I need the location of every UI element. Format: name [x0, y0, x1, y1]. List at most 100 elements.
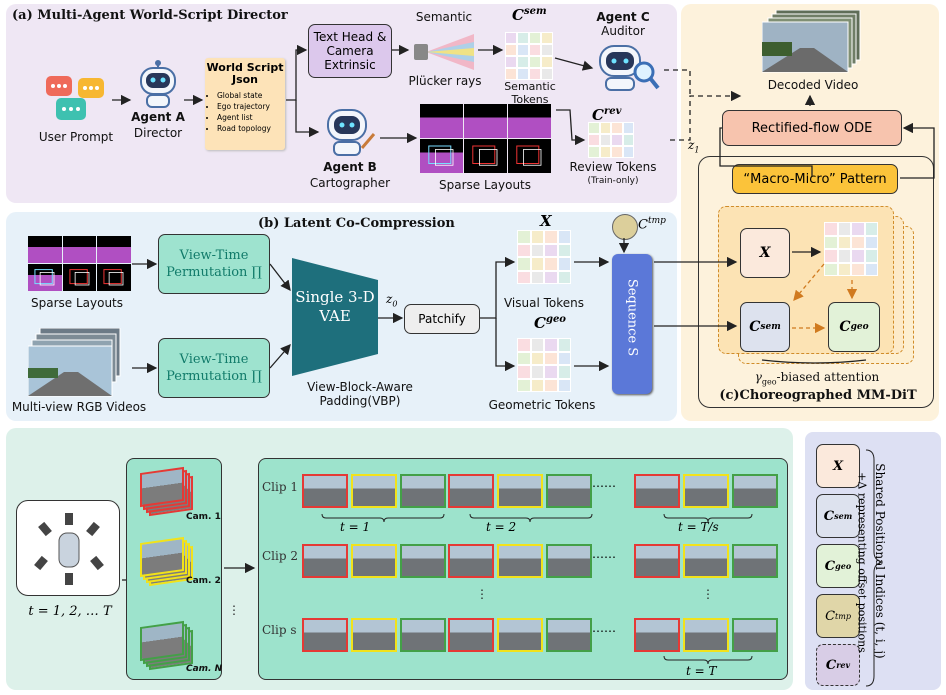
clip-frame: [546, 618, 592, 652]
token-cell: [544, 351, 558, 365]
token-cell: [622, 134, 634, 146]
auditor-robot-icon: [596, 40, 660, 92]
token-cell: [599, 122, 611, 134]
world-script-item: Road topology: [217, 123, 285, 134]
agent-a-role: Director: [133, 126, 183, 140]
layout-thumb: [97, 236, 131, 263]
token-cell: [517, 257, 531, 271]
layout-thumb: [28, 264, 62, 291]
vae-block: Single 3-D VAE: [292, 258, 378, 376]
token-cell: [530, 257, 544, 271]
clip-frame: [448, 474, 494, 508]
vbp-label: View-Block-Aware Padding(VBP): [307, 380, 413, 408]
tTs-label: t = T/s: [678, 520, 719, 534]
visual-tokens-label: Visual Tokens: [503, 296, 585, 310]
token-cell: [517, 32, 529, 44]
token-cell: [529, 44, 541, 56]
review-tokens-label: Review Tokens: [569, 160, 657, 174]
token-cell: [557, 243, 571, 257]
c-geo-heading: Cgeo: [534, 314, 566, 332]
agent-b-role: Cartographer: [309, 176, 391, 190]
token-cell: [530, 230, 544, 244]
clip-frame: [683, 618, 729, 652]
token-cell: [544, 243, 558, 257]
agent-a-name: Agent A: [131, 110, 185, 124]
clip-frame: [351, 544, 397, 578]
x-heading: X: [540, 212, 552, 230]
cartographer-robot-icon: [322, 104, 376, 158]
token-cell: [541, 68, 553, 80]
token-cell: [864, 249, 878, 263]
token-cell: [517, 230, 531, 244]
token-cell: [824, 249, 838, 263]
clip-frame: [400, 544, 446, 578]
token-cell: [557, 257, 571, 271]
clip-frame: [683, 544, 729, 578]
cam2-label: Cam. 2: [186, 576, 221, 586]
clips-label: Clip s: [262, 623, 297, 637]
token-cell: [517, 44, 529, 56]
token-cell: [864, 235, 878, 249]
token-cell: [588, 122, 600, 134]
view-time-permutation-top: View-Time Permutation ∏: [158, 234, 270, 294]
token-cell: [622, 146, 634, 158]
world-script-item: Agent list: [217, 112, 285, 123]
layout-thumb: [420, 104, 463, 138]
world-script-item: Global state: [217, 90, 285, 101]
layout-thumb: [62, 236, 97, 263]
clip-frame: [732, 618, 778, 652]
clip-frame: [683, 474, 729, 508]
patchify-box: Patchify: [404, 304, 480, 334]
sparse-layouts-grid: [420, 104, 552, 174]
clip-frame: [448, 544, 494, 578]
token-cell: [541, 44, 553, 56]
t1-label: t = 1: [340, 520, 371, 534]
semantic-token-grid: [505, 32, 553, 80]
token-cell: [851, 235, 865, 249]
layout-thumb: [464, 104, 507, 138]
clip-frame: [634, 544, 680, 578]
token-cell: [557, 365, 571, 379]
rgb-video-stack: [28, 328, 132, 398]
sparse-layouts-label: Sparse Layouts: [438, 178, 531, 192]
review-token-grid: [588, 122, 634, 158]
time-range-label: t = 1, 2, … T: [28, 604, 112, 619]
clip-frame: [302, 544, 348, 578]
token-cell: [588, 134, 600, 146]
token-cell: [544, 378, 558, 392]
clip-frame: [302, 474, 348, 508]
train-only-label: (Train-only): [587, 176, 639, 186]
decoded-video-label: Decoded Video: [767, 78, 859, 92]
offset-label: +Δ representing offset positions: [855, 472, 869, 653]
layout-thumb: [464, 139, 507, 173]
x-node: X: [740, 228, 790, 278]
clip2-label: Clip 2: [262, 549, 298, 563]
layout-thumb: [508, 139, 551, 173]
attention-grid: [824, 222, 878, 276]
cam1-label: Cam. 1: [186, 512, 221, 522]
plucker-rays-icon: [410, 32, 478, 72]
clip-frame: [351, 618, 397, 652]
panel-b-title: (b) Latent Co-Compression: [258, 216, 455, 231]
c-rev-heading: Crev: [592, 106, 622, 124]
token-cell: [837, 262, 851, 276]
token-cell: [529, 56, 541, 68]
clip1-label: Clip 1: [262, 480, 298, 494]
t2-label: t = 2: [486, 520, 517, 534]
dots-row1: ……: [592, 476, 616, 490]
chat-bubbles-icon: [44, 68, 108, 124]
clip-frame: [302, 618, 348, 652]
token-cell: [622, 122, 634, 134]
layout-thumb: [508, 104, 551, 138]
token-cell: [541, 56, 553, 68]
token-cell: [505, 44, 517, 56]
sparse-layouts-thumb: [28, 236, 132, 292]
clip-frame: [497, 544, 543, 578]
clip-frame: [634, 618, 680, 652]
token-cell: [864, 262, 878, 276]
user-prompt-label: User Prompt: [38, 130, 114, 144]
